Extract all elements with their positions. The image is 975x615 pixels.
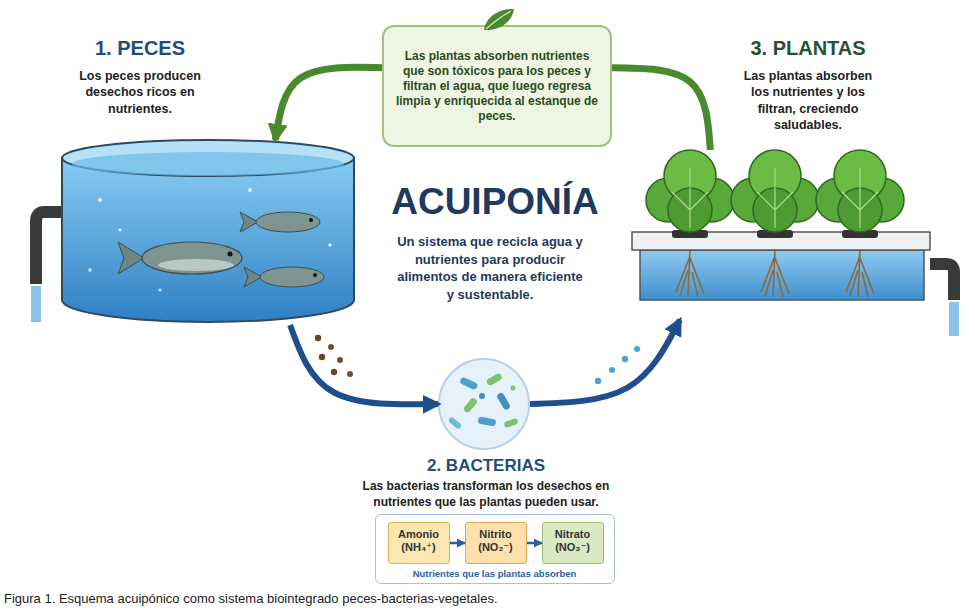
fish bbox=[256, 212, 320, 232]
compound-name: Amonio (NH₄⁺) bbox=[389, 528, 448, 554]
system-description: Un sistema que recicla agua y nutrientes… bbox=[393, 233, 587, 303]
fish-belly bbox=[158, 259, 234, 271]
reaction-arrow bbox=[527, 542, 542, 545]
plant-roots bbox=[761, 250, 789, 297]
bubble bbox=[328, 243, 332, 247]
water-stream bbox=[949, 302, 959, 336]
node-heading: 3. PLANTAS bbox=[728, 36, 888, 60]
bacterium bbox=[459, 376, 478, 390]
figure-caption: Figura 1. Esquema acuipónico como sistem… bbox=[4, 591, 964, 607]
cycle-arrow bbox=[275, 67, 382, 140]
node-heading: 2. BACTERIAS bbox=[356, 456, 616, 476]
fish-eye bbox=[228, 252, 233, 257]
bacterium bbox=[479, 393, 485, 399]
grow-bed-water bbox=[640, 250, 924, 300]
nutrient-panel: Nutrientes que las plantas absorben Amoni… bbox=[375, 514, 615, 584]
compound-name: Nitrato (NO₃⁻) bbox=[543, 528, 602, 554]
nutrient-dot bbox=[622, 356, 628, 362]
reaction-arrow bbox=[450, 542, 465, 545]
waste-pellet bbox=[347, 371, 353, 377]
connector-group bbox=[275, 67, 710, 543]
nutrient-dot bbox=[609, 367, 615, 373]
bacterium bbox=[503, 418, 518, 428]
bacteria-culture bbox=[440, 360, 528, 448]
cycle-arrow bbox=[530, 320, 680, 404]
waste-pellet bbox=[328, 344, 334, 350]
nutrient-dot bbox=[595, 378, 601, 384]
fish-tank: 1. PECESLos peces producen desechos rico… bbox=[60, 140, 355, 325]
nutrient-dot bbox=[634, 346, 640, 352]
plant-roots bbox=[846, 250, 874, 297]
fish-tail bbox=[240, 212, 258, 232]
fish-tail bbox=[244, 267, 262, 287]
water-surface bbox=[72, 152, 344, 176]
bacterium bbox=[463, 397, 479, 414]
plant-roots bbox=[676, 250, 704, 297]
bacterium bbox=[448, 416, 463, 430]
bacterium bbox=[477, 416, 496, 426]
bacteria-circle: 2. BACTERIASLas bacterias transforman lo… bbox=[438, 358, 530, 450]
grow-bed: 3. PLANTASLas plantas absorben los nutri… bbox=[628, 150, 933, 320]
note-box: Las plantas absorben nutrientes que son … bbox=[382, 25, 612, 147]
compound-box: Nitrato (NO₃⁻) bbox=[542, 522, 604, 564]
bubble bbox=[88, 268, 92, 272]
node-body: Las bacterias transforman los desechos e… bbox=[349, 479, 623, 510]
node-body: Los peces producen desechos ricos en nut… bbox=[65, 68, 215, 117]
cycle-arrow bbox=[290, 325, 438, 404]
waste-pellet bbox=[315, 335, 321, 341]
bacterium bbox=[511, 386, 516, 391]
bubble bbox=[158, 288, 161, 291]
compound-box: Amonio (NH₄⁺) bbox=[388, 522, 450, 564]
leaf-icon bbox=[484, 9, 514, 30]
fish-eye bbox=[309, 218, 313, 222]
tank-body bbox=[62, 158, 354, 322]
fish-tail bbox=[118, 242, 144, 274]
bubble bbox=[118, 228, 121, 231]
bacterium bbox=[496, 392, 511, 411]
panel-caption: Nutrientes que las plantas absorben bbox=[376, 568, 613, 579]
bubble bbox=[98, 198, 102, 202]
cycle-arrow bbox=[612, 68, 710, 150]
waste-pellet bbox=[337, 357, 343, 363]
leaf-veins bbox=[672, 168, 878, 228]
compound-box: Nitrito (NO₂⁻) bbox=[465, 522, 527, 564]
fish-eye bbox=[313, 273, 317, 277]
node-heading: 1. PECES bbox=[60, 36, 220, 60]
waste-pellet bbox=[331, 369, 337, 375]
fish bbox=[142, 242, 242, 274]
note-text: Las plantas absorben nutrientes que son … bbox=[394, 49, 600, 124]
leaf-vein bbox=[486, 11, 511, 29]
fish bbox=[260, 267, 324, 287]
water-stream bbox=[31, 286, 41, 322]
compound-name: Nitrito (NO₂⁻) bbox=[466, 528, 525, 554]
pipe bbox=[930, 264, 954, 300]
diagram-title: ACUIPONÍA bbox=[365, 182, 625, 223]
waste-pellet bbox=[319, 354, 325, 360]
bacterium bbox=[486, 372, 503, 386]
tank-rim bbox=[62, 140, 354, 176]
node-body: Las plantas absorben los nutrientes y lo… bbox=[733, 68, 883, 133]
pipe bbox=[36, 212, 62, 284]
bubble bbox=[248, 188, 252, 192]
